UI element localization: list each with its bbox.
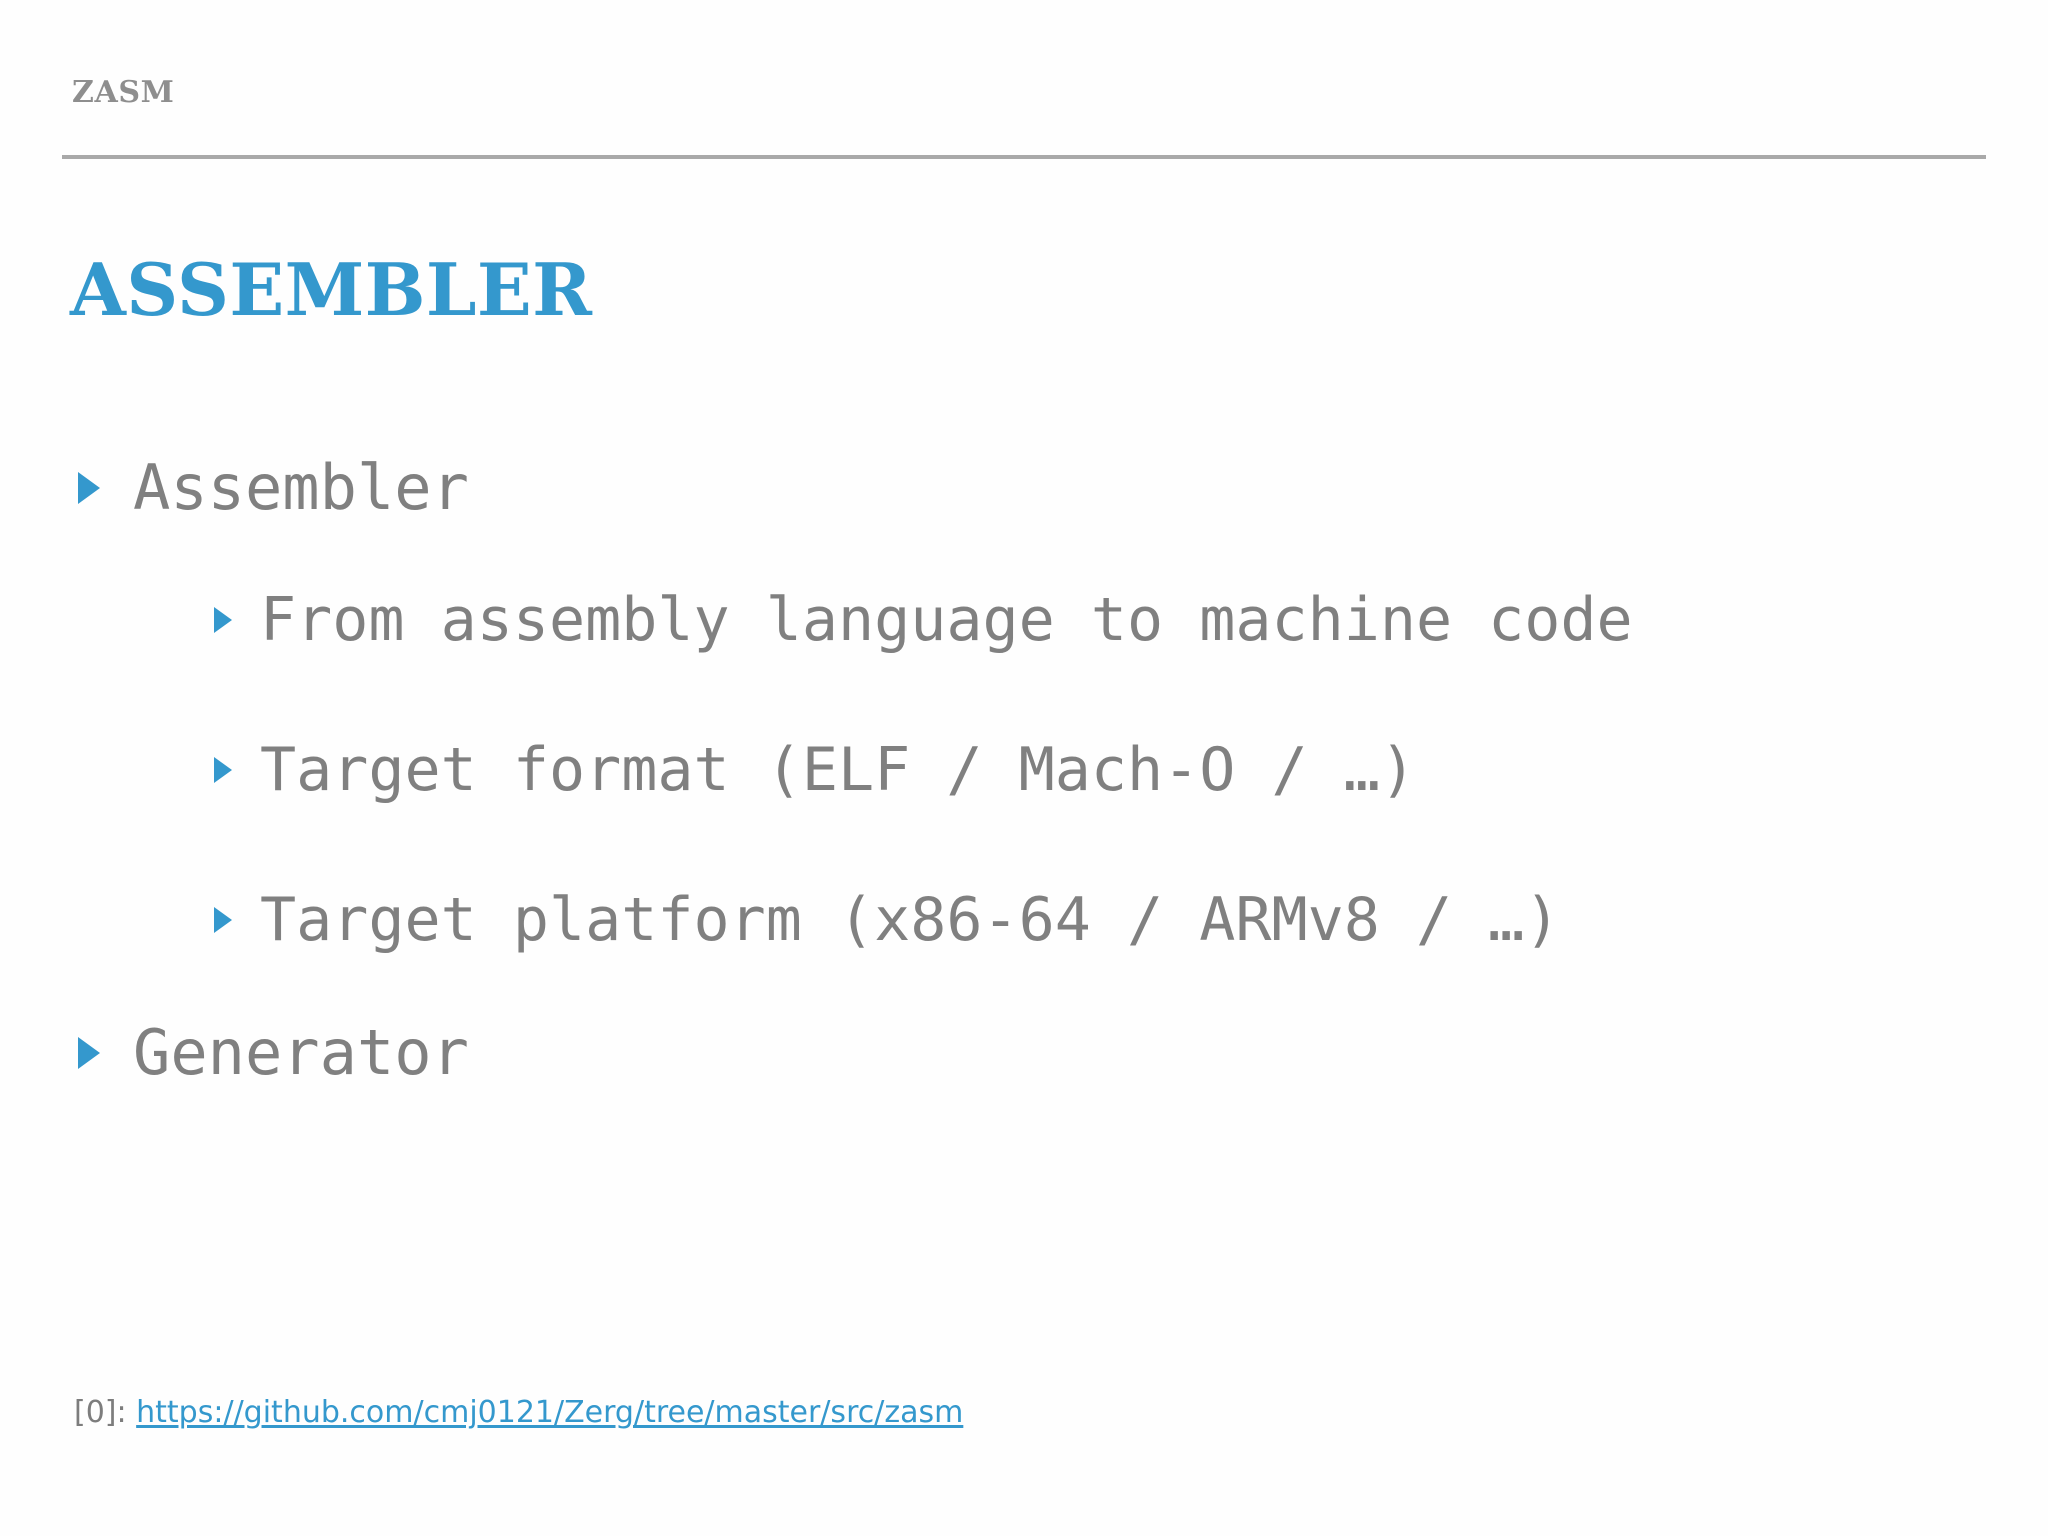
bullet-triangle-icon [214,607,232,633]
list-item-label: From assembly language to machine code [260,585,1633,655]
page-title: ASSEMBLER [70,247,593,332]
list-item: Generator [0,995,2048,1110]
list-item: Target platform (x86-64 / ARMv8 / …) [0,845,2048,995]
header-deck-label: ZASM [72,75,175,110]
bullet-triangle-icon [78,1036,100,1069]
bullet-triangle-icon [214,757,232,783]
bullet-list: Assembler From assembly language to mach… [0,430,2048,1110]
footnote-marker: [0]: [74,1395,137,1430]
list-item-label: Target platform (x86-64 / ARMv8 / …) [260,885,1561,955]
header-divider [62,155,1986,159]
list-item: From assembly language to machine code [0,545,2048,695]
slide-header: ZASM [0,0,2048,160]
list-item-label: Target format (ELF / Mach-O / …) [260,735,1416,805]
list-item-label: Generator [133,1015,469,1089]
bullet-triangle-icon [78,471,100,504]
footnote: [0]: https://github.com/cmj0121/Zerg/tre… [74,1398,963,1428]
list-item: Target format (ELF / Mach-O / …) [0,695,2048,845]
list-item: Assembler [0,430,2048,545]
list-item-label: Assembler [133,450,469,524]
footnote-link[interactable]: https://github.com/cmj0121/Zerg/tree/mas… [136,1395,964,1430]
bullet-triangle-icon [214,907,232,933]
